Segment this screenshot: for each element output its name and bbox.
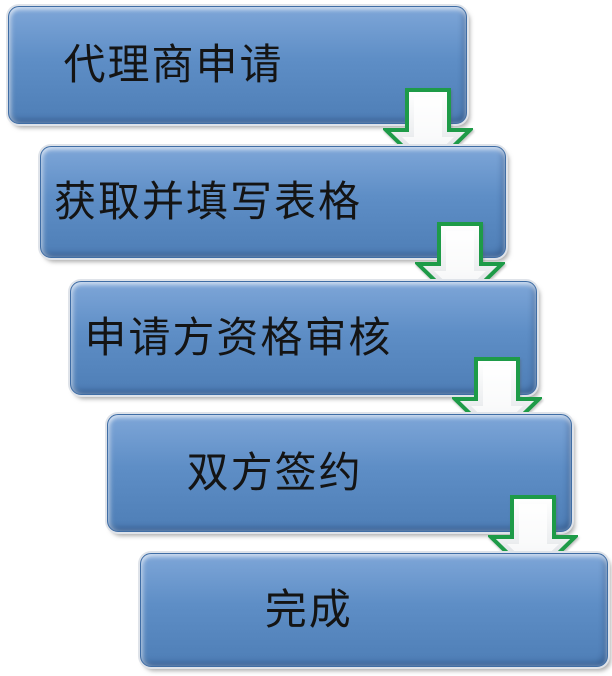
- process-step-label: 申请方资格审核: [84, 313, 393, 362]
- process-step-5: 完成: [140, 553, 608, 667]
- process-step-label: 代理商申请: [63, 40, 284, 89]
- process-step-label: 完成: [264, 585, 353, 634]
- down-arrow-icon: [488, 495, 578, 581]
- process-step-1: 代理商申请: [8, 6, 467, 124]
- process-step-label: 获取并填写表格: [54, 177, 363, 226]
- down-arrow-icon: [415, 222, 505, 308]
- process-step-4: 双方签约: [107, 414, 572, 532]
- process-step-3: 申请方资格审核: [70, 281, 537, 395]
- process-step-2: 获取并填写表格: [40, 146, 506, 258]
- process-step-label: 双方签约: [186, 448, 363, 497]
